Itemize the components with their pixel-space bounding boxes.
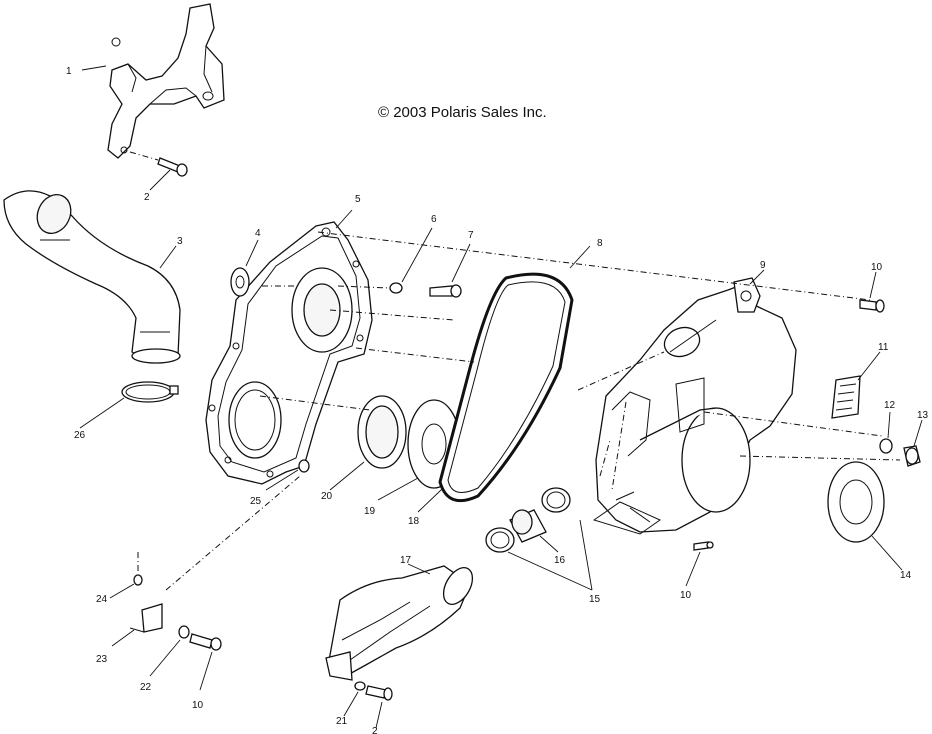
callout-23: 23	[96, 654, 108, 665]
part-23-bracket	[111, 603, 163, 647]
part-5-inner-cover	[205, 209, 373, 485]
part-24-nut	[109, 552, 143, 599]
part-1-bracket	[81, 3, 225, 159]
part-14-gasket	[827, 461, 903, 571]
part-2-bolt-top	[129, 151, 188, 191]
part-9-outer-cover	[592, 269, 797, 535]
callout-12: 12	[884, 400, 896, 411]
callout-9: 9	[760, 260, 766, 271]
callout-15: 15	[589, 594, 601, 605]
part-26-clamp	[79, 381, 179, 429]
part-7-bolt	[429, 243, 471, 298]
part-20-seal	[329, 395, 407, 491]
callout-2: 2	[372, 726, 378, 734]
part-10-bolt-right	[859, 271, 885, 313]
part-6-washer	[389, 227, 433, 294]
callout-21: 21	[336, 716, 348, 727]
part-12-washer	[879, 411, 893, 454]
callout-6: 6	[431, 214, 437, 225]
part-15-clamps	[485, 487, 593, 591]
callout-19: 19	[364, 506, 376, 517]
callout-labels: 1 2 3 4 5 6 7 8 9 10 11 12 13 14 15 16 1…	[66, 66, 929, 734]
callout-8: 8	[597, 238, 603, 249]
copyright-notice: © 2003 Polaris Sales Inc.	[378, 104, 547, 121]
callout-1: 1	[66, 66, 72, 77]
part-10-screw-bottom	[685, 541, 714, 587]
callout-26: 26	[74, 430, 86, 441]
callout-14: 14	[900, 570, 912, 581]
callout-18: 18	[408, 516, 420, 527]
callout-11: 11	[878, 342, 889, 353]
part-16-coupler	[509, 509, 559, 553]
assembly-lines	[165, 231, 901, 591]
part-13-plug	[903, 419, 923, 467]
callout-10: 10	[680, 590, 692, 601]
part-8-drive-belt	[438, 245, 591, 503]
callout-2: 2	[144, 192, 150, 203]
callout-24: 24	[96, 594, 108, 605]
callout-17: 17	[400, 555, 412, 566]
part-4-washer	[230, 239, 259, 297]
callout-13: 13	[917, 410, 929, 421]
callout-5: 5	[355, 194, 361, 205]
part-2-bolt-bottom	[365, 685, 393, 729]
part-3-intake-duct	[3, 190, 181, 364]
part-25-washer	[265, 459, 310, 491]
part-22-washer	[149, 625, 190, 677]
part-21-washer	[343, 681, 366, 717]
callout-10: 10	[871, 262, 883, 273]
callout-4: 4	[255, 228, 261, 239]
callout-10: 10	[192, 700, 204, 711]
part-17-outlet-duct	[325, 563, 474, 681]
callout-22: 22	[140, 682, 152, 693]
part-11-decal	[831, 351, 881, 419]
callout-7: 7	[468, 230, 474, 241]
callout-3: 3	[177, 236, 183, 247]
part-10-bolt-bottom-left	[189, 633, 222, 691]
callout-16: 16	[554, 555, 566, 566]
callout-20: 20	[321, 491, 333, 502]
callout-25: 25	[250, 496, 262, 507]
